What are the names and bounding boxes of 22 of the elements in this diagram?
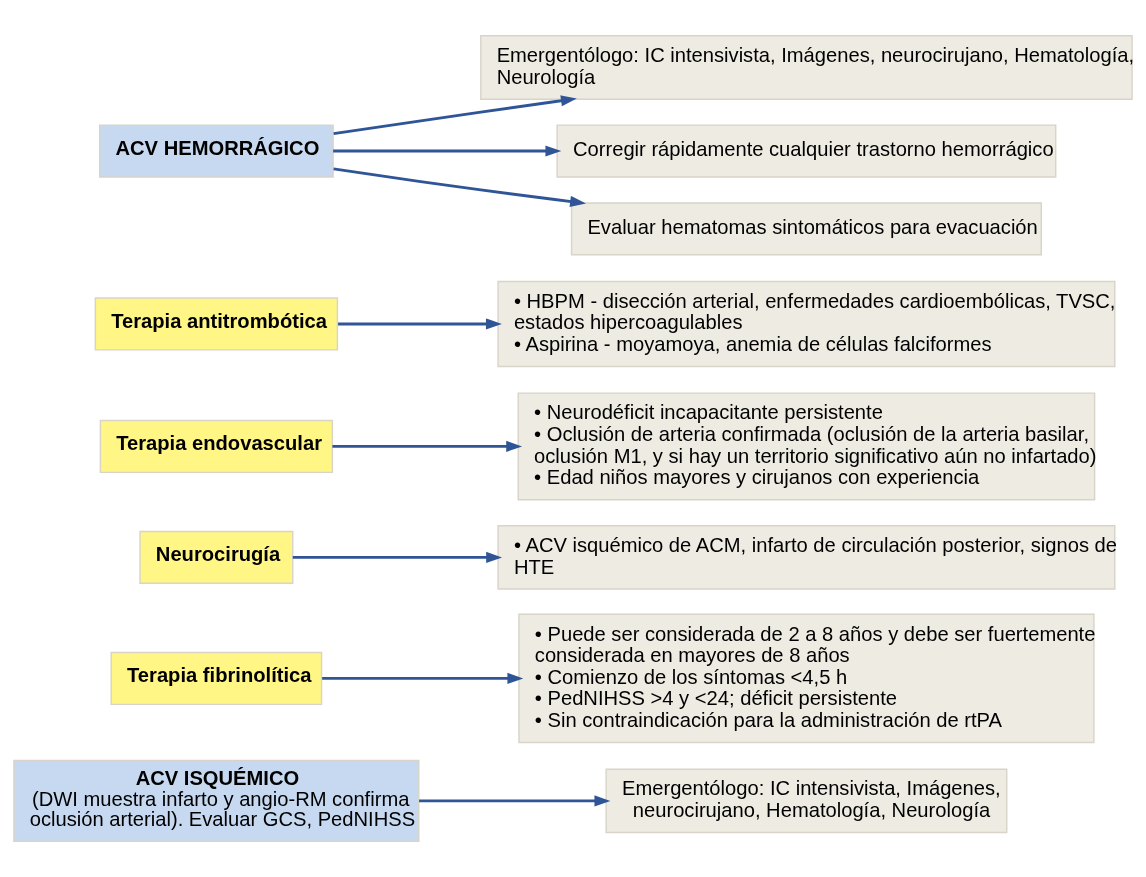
- node-box: Emergentólogo: IC intensivista, Imágenes, neurocirujano, Hematología, Neurología: [480, 35, 1133, 100]
- arrow: [322, 672, 524, 684]
- arrow: [333, 167, 586, 207]
- arrow: [338, 318, 502, 330]
- node-box: ACV ISQUÉMICO (DWI muestra infarto y angio-RM confirma oclusión arterial). Evaluar GCS, PedNIHSS: [13, 759, 420, 842]
- node-box: Neurocirugía: [139, 530, 294, 585]
- node-box: Terapia endovascular: [99, 419, 334, 474]
- node-box: Terapia antitrombótica: [94, 297, 339, 351]
- arrow: [332, 440, 523, 452]
- node-box: • Neurodéficit incapacitante persistente • Oclusión de arteria confirmada (oclusión de la arteria basilar, oclusión M1, y si hay un territorio significativo aún no infartado) • Edad niños mayores y cirujanos con experiencia: [517, 392, 1096, 501]
- node-box: Terapia fibrinolítica: [110, 651, 323, 706]
- arrow: [333, 145, 562, 157]
- node-box: • ACV isquémico de ACM, infarto de circulación posterior, signos de HTE: [497, 524, 1116, 590]
- node-box: ACV HEMORRÁGICO: [98, 124, 334, 178]
- node-box: • HBPM - disección arterial, enfermedades cardioembólicas, TVSC, estados hipercoagulables • Aspirina - moyamoya, anemia de células falciformes: [497, 280, 1116, 368]
- arrow: [333, 95, 577, 136]
- arrow: [292, 551, 503, 563]
- arrow: [419, 795, 611, 807]
- node-box: Corregir rápidamente cualquier trastorno hemorrágico: [556, 124, 1057, 178]
- node-box: • Puede ser considerada de 2 a 8 años y debe ser fuertemente considerada en mayores de 8 años • Comienzo de los síntomas <4,5 h • PedNIHSS >4 y <24; déficit persistente • Sin contraindicación para la administración de rtPA: [518, 613, 1095, 744]
- node-box: Evaluar hematomas sintomáticos para evacuación: [570, 202, 1042, 256]
- node-box: Emergentólogo: IC intensivista, Imágenes, neurocirujano, Hematología, Neurología: [605, 768, 1008, 834]
